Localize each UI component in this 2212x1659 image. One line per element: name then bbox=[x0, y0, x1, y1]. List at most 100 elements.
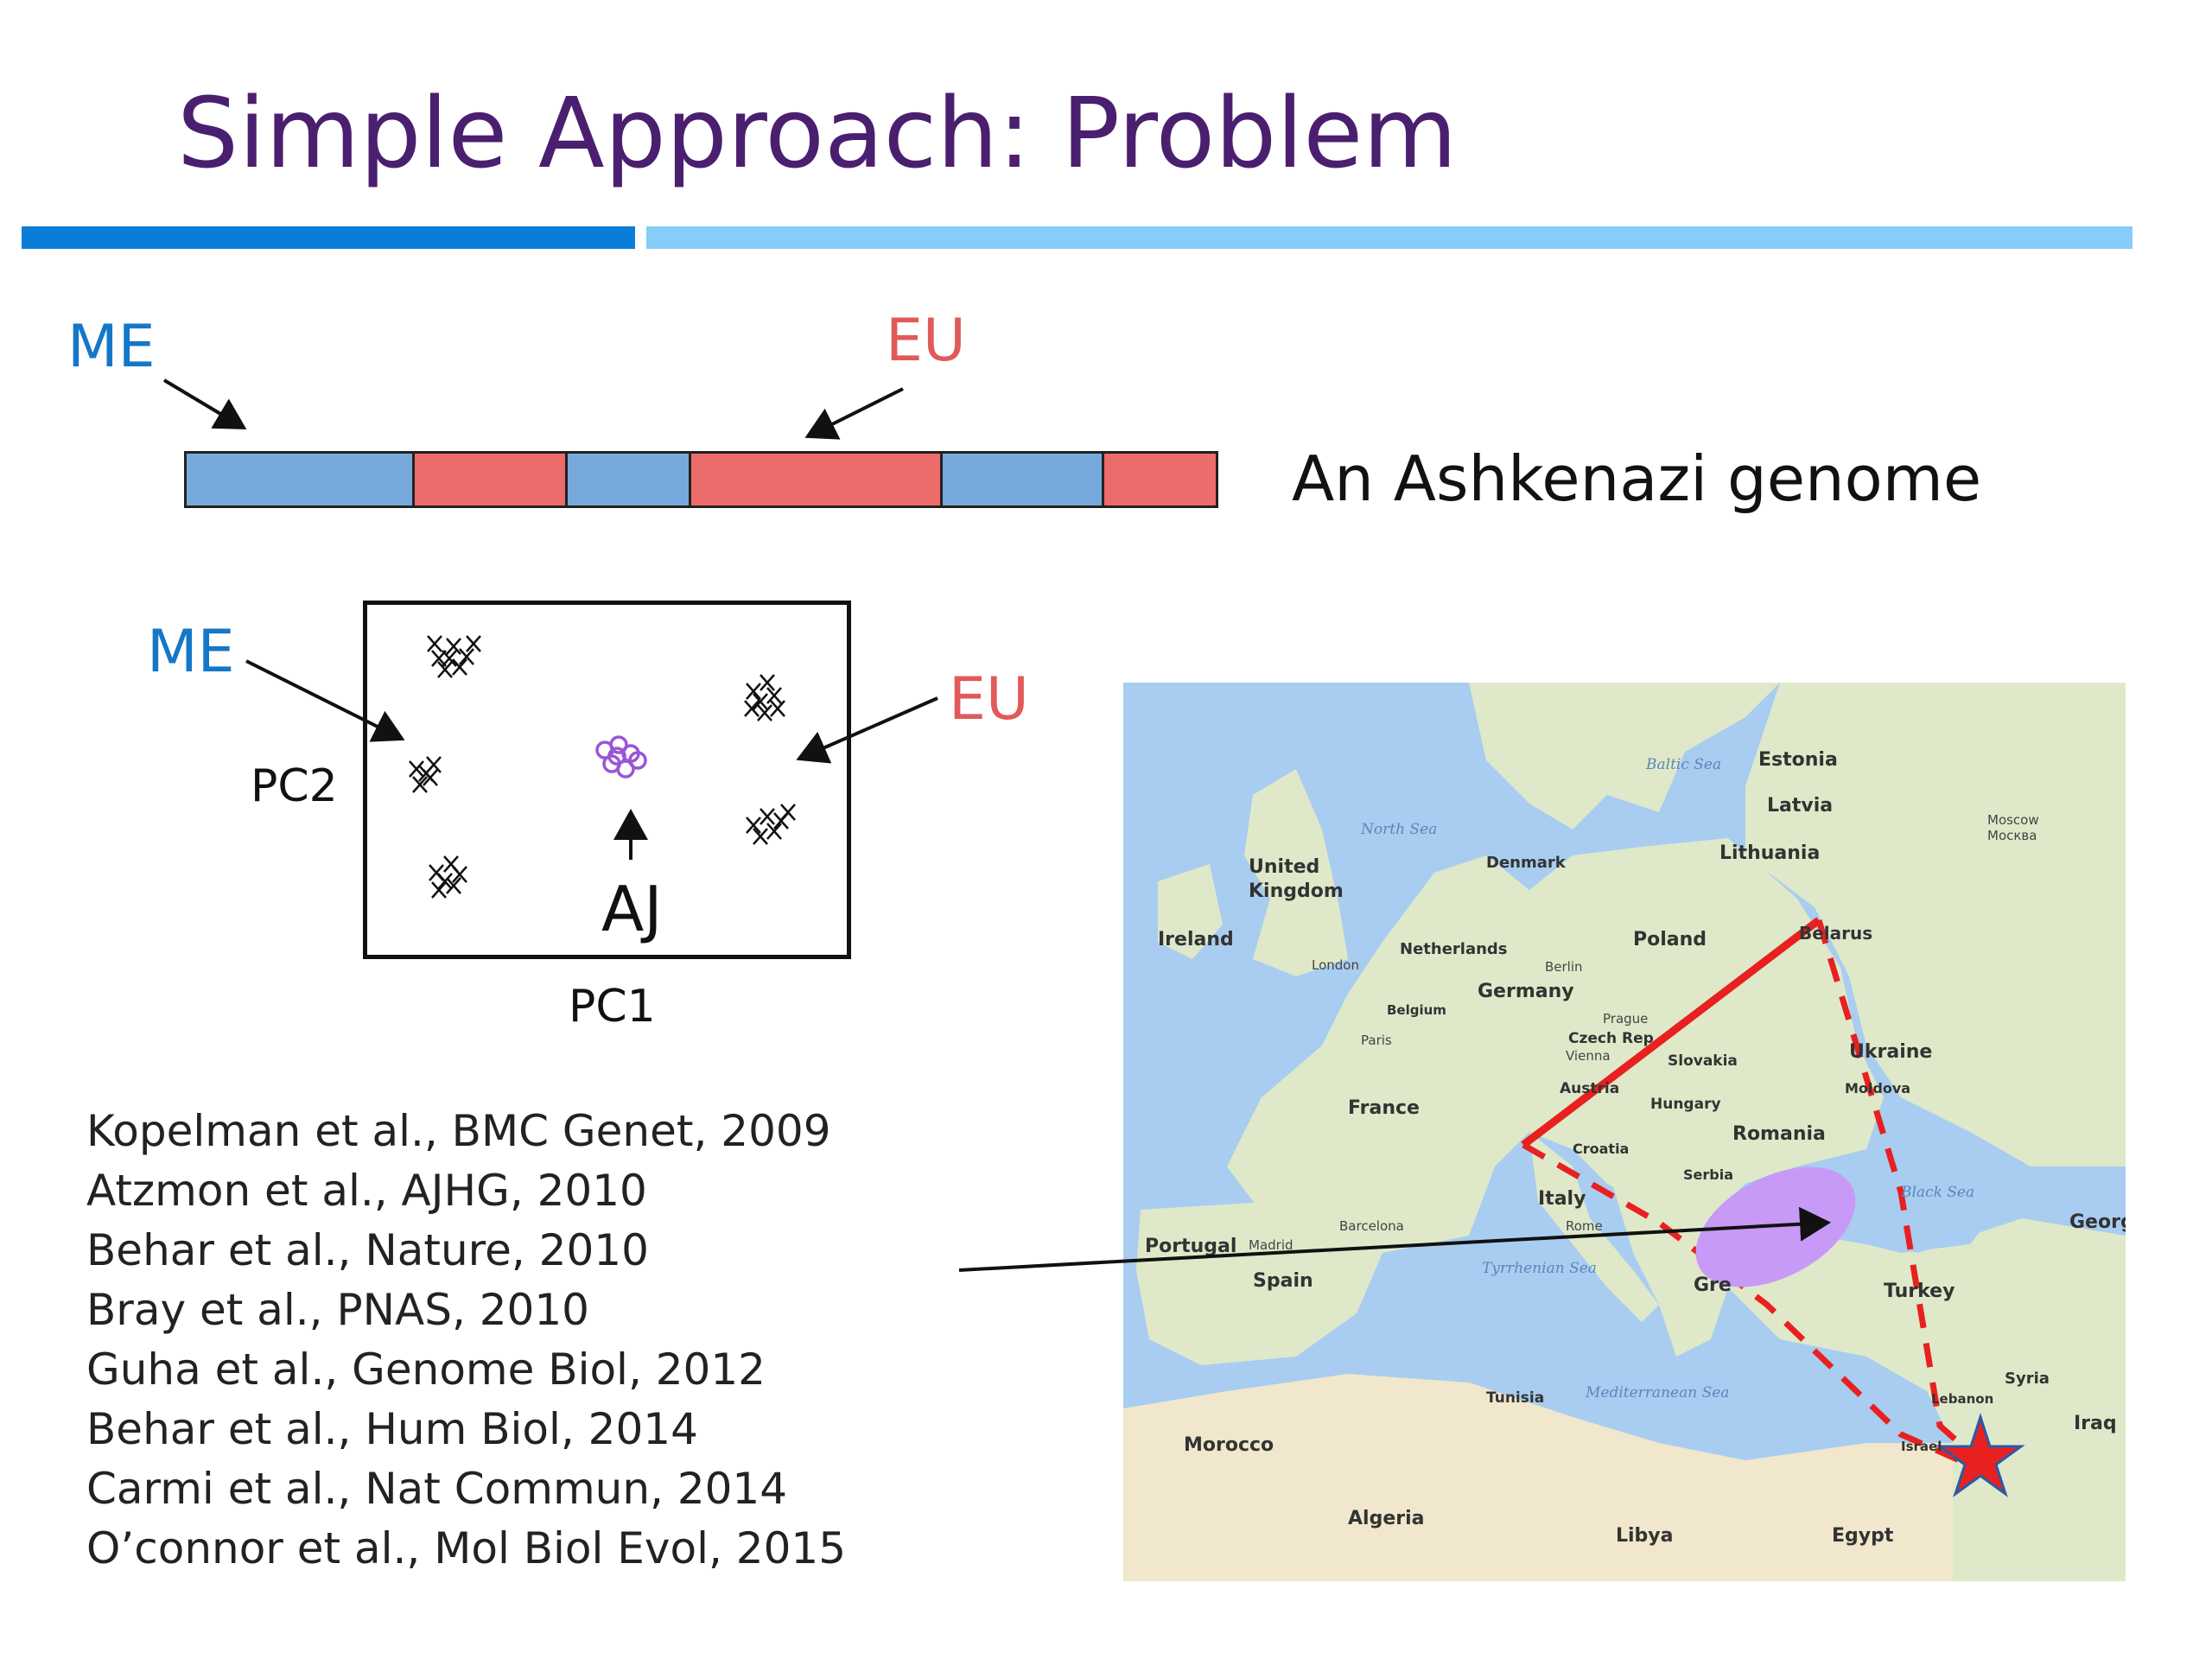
map-label-tyrrhenian-sea: Tyrrhenian Sea bbox=[1482, 1260, 1597, 1277]
map-city-prague: Prague bbox=[1603, 1011, 1649, 1027]
map-label-baltic-sea: Baltic Sea bbox=[1646, 756, 1722, 773]
reference-list: Kopelman et al., BMC Genet, 2009 Atzmon … bbox=[86, 1102, 846, 1579]
map-label-tunisia: Tunisia bbox=[1486, 1389, 1545, 1407]
map-label-turkey: Turkey bbox=[1884, 1281, 1955, 1302]
genome-me-label: ME bbox=[67, 313, 156, 381]
map-land-anatomia bbox=[1728, 1218, 2126, 1581]
genome-segment-eu bbox=[690, 454, 944, 505]
map-city-rome: Rome bbox=[1566, 1218, 1603, 1234]
genome-segment-eu bbox=[1104, 454, 1216, 505]
genome-eu-label: EU bbox=[886, 307, 966, 375]
map-label-estonia: Estonia bbox=[1758, 749, 1838, 771]
genome-segment-me bbox=[567, 454, 691, 505]
map-city-vienna: Vienna bbox=[1566, 1048, 1611, 1064]
title-rule-dark bbox=[22, 226, 635, 249]
map-label-georgia: Georgi bbox=[2069, 1211, 2126, 1233]
pca-eu-arrow bbox=[796, 696, 938, 764]
map-label-libya: Libya bbox=[1616, 1525, 1674, 1547]
map-label-portugal: Portugal bbox=[1145, 1236, 1237, 1257]
reference-item: Bray et al., PNAS, 2010 bbox=[86, 1285, 589, 1335]
map-base bbox=[1123, 683, 2126, 1581]
map-label-czech: Czech Rep bbox=[1568, 1030, 1654, 1047]
map-land-mainland bbox=[1227, 838, 1884, 1253]
title-rule-light bbox=[646, 226, 2133, 249]
map-label-denmark: Denmark bbox=[1486, 854, 1566, 872]
map-land-iberia bbox=[1136, 1201, 1382, 1365]
map-label-netherlands: Netherlands bbox=[1400, 940, 1508, 958]
cluster-aj bbox=[595, 735, 647, 779]
map-city-paris: Paris bbox=[1361, 1033, 1392, 1048]
map-label-italy: Italy bbox=[1538, 1188, 1586, 1210]
route-dashed-east bbox=[1815, 918, 1981, 1463]
reference-item: Guha et al., Genome Biol, 2012 bbox=[86, 1344, 766, 1395]
map-label-slovakia: Slovakia bbox=[1668, 1052, 1738, 1070]
map-label-black-sea: Black Sea bbox=[1901, 1184, 1975, 1201]
map-city-london: London bbox=[1312, 957, 1359, 973]
map-land-italy bbox=[1529, 1132, 1659, 1322]
origin-pointer-arrow bbox=[958, 1206, 1831, 1272]
map-land-uk bbox=[1244, 769, 1348, 976]
map-label-belarus: Belarus bbox=[1799, 923, 1873, 944]
map-label-moldova: Moldova bbox=[1845, 1080, 1911, 1096]
map-label-greece: Gre bbox=[1694, 1274, 1732, 1296]
pca-me-arrow bbox=[245, 659, 405, 742]
pca-marks bbox=[245, 634, 938, 899]
genome-arrows bbox=[162, 378, 904, 440]
map-label-austria: Austria bbox=[1560, 1080, 1620, 1097]
map-label-serbia: Serbia bbox=[1683, 1166, 1733, 1183]
reference-item: O’connor et al., Mol Biol Evol, 2015 bbox=[86, 1523, 847, 1573]
genome-segment-eu bbox=[415, 454, 568, 505]
map-label-latvia: Latvia bbox=[1767, 795, 1834, 817]
map-label-germany: Germany bbox=[1478, 981, 1574, 1002]
pca-x-label: PC1 bbox=[569, 981, 656, 1033]
map-label-hungary: Hungary bbox=[1650, 1096, 1721, 1113]
pca-me-label: ME bbox=[147, 618, 235, 686]
map-label-iraq: Iraq bbox=[2074, 1413, 2117, 1434]
map-city-barcelona: Barcelona bbox=[1339, 1218, 1404, 1234]
reference-item: Carmi et al., Nat Commun, 2014 bbox=[86, 1464, 788, 1514]
reference-item: Kopelman et al., BMC Genet, 2009 bbox=[86, 1106, 831, 1156]
map-label-egypt: Egypt bbox=[1832, 1525, 1894, 1547]
origin-star bbox=[1936, 1413, 2025, 1497]
route-dashed-west bbox=[1522, 1141, 1980, 1472]
reference-item: Behar et al., Hum Biol, 2014 bbox=[86, 1404, 698, 1454]
map-label-lebanon: Lebanon bbox=[1931, 1391, 1994, 1407]
map-label-france: France bbox=[1348, 1097, 1420, 1119]
reference-item: Behar et al., Nature, 2010 bbox=[86, 1225, 649, 1275]
map-label-croatia: Croatia bbox=[1573, 1141, 1630, 1157]
slide-title: Simple Approach: Problem bbox=[177, 78, 1458, 190]
reference-item: Atzmon et al., AJHG, 2010 bbox=[86, 1166, 647, 1216]
map-label-spain: Spain bbox=[1253, 1270, 1313, 1292]
genome-segment-me bbox=[187, 454, 416, 505]
map-label-syria: Syria bbox=[2005, 1370, 2050, 1388]
map-label-israel: Israel bbox=[1901, 1439, 1942, 1454]
map-label-north-sea: North Sea bbox=[1361, 821, 1438, 838]
map-land-ireland bbox=[1158, 864, 1223, 959]
map-label-algeria: Algeria bbox=[1348, 1508, 1425, 1529]
map-label-mediterranean-sea: Mediterranean Sea bbox=[1586, 1384, 1730, 1402]
map-label-lithuania: Lithuania bbox=[1719, 842, 1821, 864]
pca-plot-frame bbox=[363, 601, 851, 959]
genome-bar bbox=[184, 451, 1218, 508]
map-label-belgium: Belgium bbox=[1387, 1002, 1446, 1018]
map-city-madrid: Madrid bbox=[1249, 1237, 1294, 1253]
map-land-scandinavia bbox=[1469, 683, 1780, 830]
route-solid bbox=[1521, 917, 1821, 1148]
map-land-north-africa bbox=[1123, 1374, 1953, 1581]
map-land-east bbox=[1745, 683, 2126, 1166]
genome-me-arrow bbox=[162, 378, 247, 430]
genome-segment-me bbox=[943, 454, 1105, 505]
genome-eu-arrow bbox=[804, 387, 904, 440]
map-label-morocco: Morocco bbox=[1184, 1434, 1274, 1456]
map-label-romania: Romania bbox=[1732, 1123, 1826, 1145]
pca-y-label: PC2 bbox=[251, 760, 338, 812]
map-city-moscow: Moscow Москва bbox=[1987, 812, 2039, 843]
map-label-ukraine: Ukraine bbox=[1849, 1041, 1933, 1063]
pca-aj-label: AJ bbox=[601, 873, 663, 945]
pca-eu-label: EU bbox=[949, 665, 1029, 734]
map-label-poland: Poland bbox=[1633, 929, 1707, 950]
europe-map: Estonia Latvia Lithuania United Kingdom … bbox=[1123, 683, 2126, 1581]
map-label-united-kingdom: United Kingdom bbox=[1249, 856, 1344, 902]
genome-caption: An Ashkenazi genome bbox=[1292, 442, 1982, 515]
